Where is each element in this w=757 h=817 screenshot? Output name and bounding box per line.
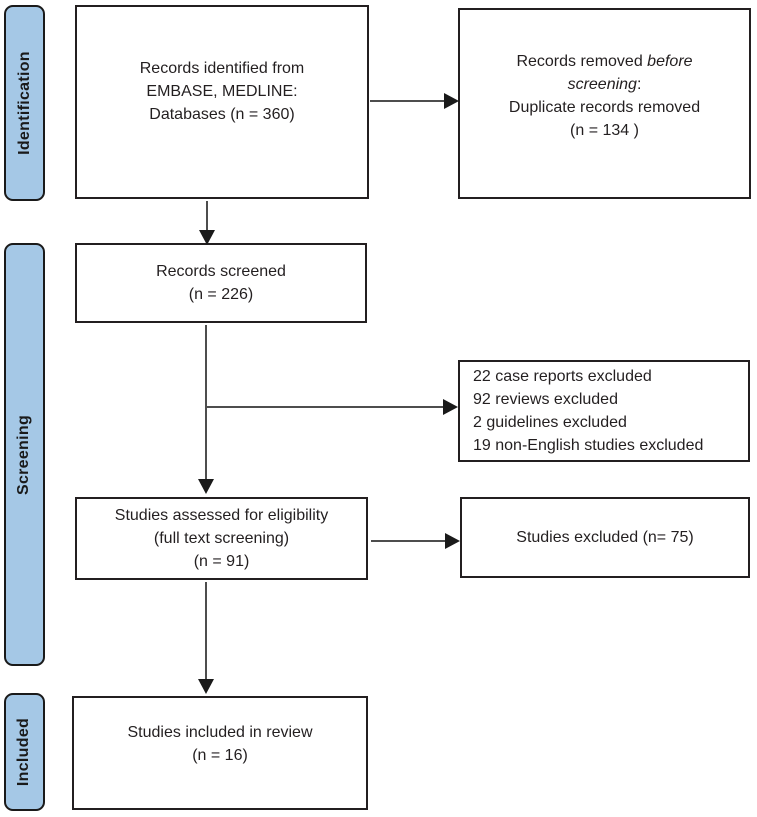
box-text-line: (n = 226) xyxy=(188,286,254,303)
box-studies-included: Studies included in review (n = 16) xyxy=(72,696,368,810)
arrow-down-icon xyxy=(198,479,214,494)
stage-label-text: Identification xyxy=(15,51,33,155)
arrow-right-icon xyxy=(444,93,459,109)
stage-label-included: Included xyxy=(4,693,45,811)
stage-label-identification: Identification xyxy=(4,5,45,201)
arrow-down-icon xyxy=(199,230,215,245)
stage-label-text: Screening xyxy=(15,414,33,495)
box-text-line: Studies included in review xyxy=(127,724,313,741)
box-text-line: 2 guidelines excluded xyxy=(473,414,627,431)
arrow-assessed-to-included-line xyxy=(205,582,207,680)
arrow-down-icon xyxy=(198,679,214,694)
box-text-line: 19 non-English studies excluded xyxy=(473,437,704,454)
arrow-right-icon xyxy=(445,533,460,549)
box-text-line: EMBASE, MEDLINE: xyxy=(146,82,298,100)
box-records-identified: Records identified from EMBASE, MEDLINE:… xyxy=(75,5,369,199)
box-text-line: Records removed before xyxy=(516,52,693,70)
box-studies-excluded: Studies excluded (n= 75) xyxy=(460,497,750,578)
box-text-line: (n = 134 ) xyxy=(570,121,639,139)
box-text-line: Duplicate records removed xyxy=(508,98,701,116)
box-text-line: Studies assessed for eligibility xyxy=(114,507,329,524)
box-text-line: (n = 16) xyxy=(192,747,248,764)
box-text-line: 92 reviews excluded xyxy=(473,391,618,408)
arrow-screened-to-assessed-line xyxy=(205,325,207,480)
arrow-right-icon xyxy=(443,399,458,415)
box-text-line: (n = 91) xyxy=(193,553,250,570)
box-text-line: Databases (n = 360) xyxy=(149,105,295,123)
box-text-line: Records identified from xyxy=(139,59,305,77)
box-text-line: Studies excluded (n= 75) xyxy=(516,529,694,546)
box-studies-assessed: Studies assessed for eligibility (full t… xyxy=(75,497,368,580)
box-text-line: 22 case reports excluded xyxy=(473,368,652,385)
box-text-line: (full text screening) xyxy=(153,530,290,547)
arrow-identified-to-removed-line xyxy=(370,100,444,102)
box-text-line: Records screened xyxy=(156,263,286,280)
box-text-line: screening: xyxy=(567,75,642,93)
arrow-identified-to-screened-line xyxy=(206,201,208,231)
box-exclusion-reasons: 22 case reports excluded 92 reviews excl… xyxy=(458,360,750,462)
box-records-removed: Records removed before screening: Duplic… xyxy=(458,8,751,199)
box-records-screened: Records screened (n = 226) xyxy=(75,243,367,323)
stage-label-text: Included xyxy=(15,717,33,787)
stage-label-screening: Screening xyxy=(4,243,45,666)
arrow-branch-to-reasons-line xyxy=(206,406,444,408)
arrow-assessed-to-excluded-line xyxy=(371,540,445,542)
